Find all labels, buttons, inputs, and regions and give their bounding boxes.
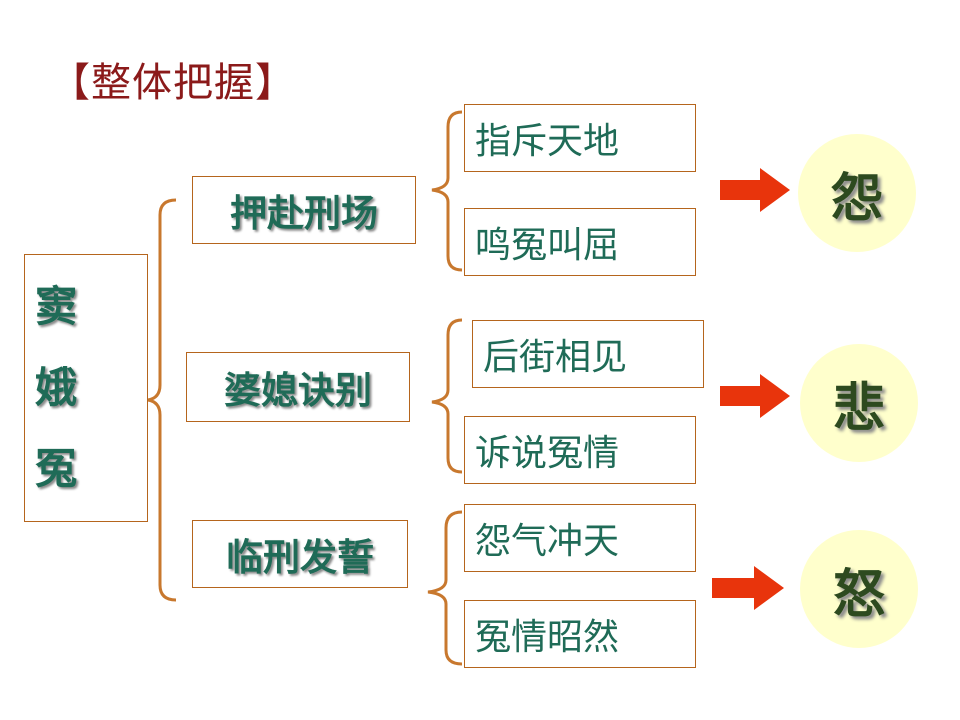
emotion-label: 怒 (832, 564, 885, 625)
leaf-box: 指斥天地 (464, 104, 696, 172)
leaf-label: 冤情昭然 (475, 617, 620, 658)
emotion-label: 怨 (830, 168, 883, 229)
branch-box: 临刑发誓 (192, 520, 408, 588)
leaf-box: 鸣冤叫屈 (464, 208, 696, 276)
leaf-box: 冤情昭然 (464, 600, 696, 668)
branch-label: 临刑发誓 (226, 536, 374, 579)
branch-label: 押赴刑场 (230, 192, 378, 235)
main-bracket (147, 198, 177, 602)
branch-2-bracket (431, 318, 463, 474)
branch-label: 婆媳诀别 (224, 369, 372, 412)
emotion-circle: 怨 (798, 134, 916, 252)
leaf-label: 诉说冤情 (475, 433, 620, 474)
leaf-label: 指斥天地 (475, 121, 620, 162)
branch-box: 婆媳诀别 (186, 352, 410, 422)
leaf-box: 后街相见 (472, 320, 704, 388)
leaf-label: 鸣冤叫屈 (475, 225, 620, 266)
leaf-box: 诉说冤情 (464, 416, 696, 484)
leaf-box: 怨气冲天 (464, 504, 696, 572)
emotion-label: 悲 (832, 378, 885, 439)
leaf-label: 怨气冲天 (475, 521, 620, 562)
branch-box: 押赴刑场 (192, 176, 416, 244)
page-title: 【整体把握】 (50, 60, 296, 106)
arrow-3 (712, 566, 784, 610)
emotion-circle: 怒 (800, 530, 918, 648)
leaf-label: 后街相见 (483, 337, 628, 378)
branch-3-bracket (427, 510, 463, 666)
emotion-circle: 悲 (800, 344, 918, 462)
root-box: 窦 娥 冤 (24, 254, 148, 522)
root-char: 冤 (35, 443, 78, 493)
root-char: 窦 (35, 282, 78, 332)
arrow-1 (720, 168, 790, 212)
root-char: 娥 (35, 362, 78, 412)
arrow-2 (720, 374, 790, 418)
branch-1-bracket (431, 110, 463, 272)
